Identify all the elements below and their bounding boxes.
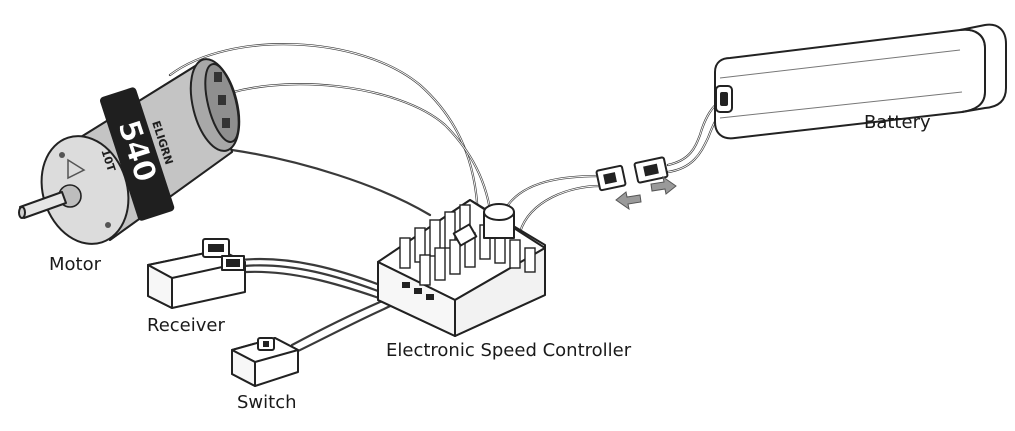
switch-label: Switch <box>237 392 297 413</box>
motor-end-bell <box>204 63 240 143</box>
receiver-label: Receiver <box>147 315 225 336</box>
motor-shaft <box>18 191 67 219</box>
motor: 540 ELIGRN 10T <box>18 58 241 245</box>
motor-model-text: 540 <box>110 116 163 186</box>
esc-side-ports <box>402 282 434 300</box>
connect-arrow-icon <box>615 191 642 211</box>
electronic-speed-controller <box>377 199 546 337</box>
receiver <box>147 238 246 309</box>
battery <box>714 23 1007 140</box>
battery-label: Battery <box>864 112 931 133</box>
connect-arrow-icon <box>650 175 677 195</box>
esc-heatsink-fins <box>399 204 536 286</box>
esc-capacitor <box>483 203 515 239</box>
battery-connectors <box>595 156 677 211</box>
esc-label: Electronic Speed Controller <box>386 340 632 361</box>
motor-wires <box>168 43 494 230</box>
motor-label: Motor <box>49 254 102 275</box>
battery-side-connector <box>633 156 669 184</box>
esc-logo-badge <box>452 223 478 247</box>
receiver-plug <box>202 238 245 271</box>
switch <box>231 337 299 387</box>
battery-wires <box>506 95 732 234</box>
esc-side-connector <box>595 164 627 192</box>
